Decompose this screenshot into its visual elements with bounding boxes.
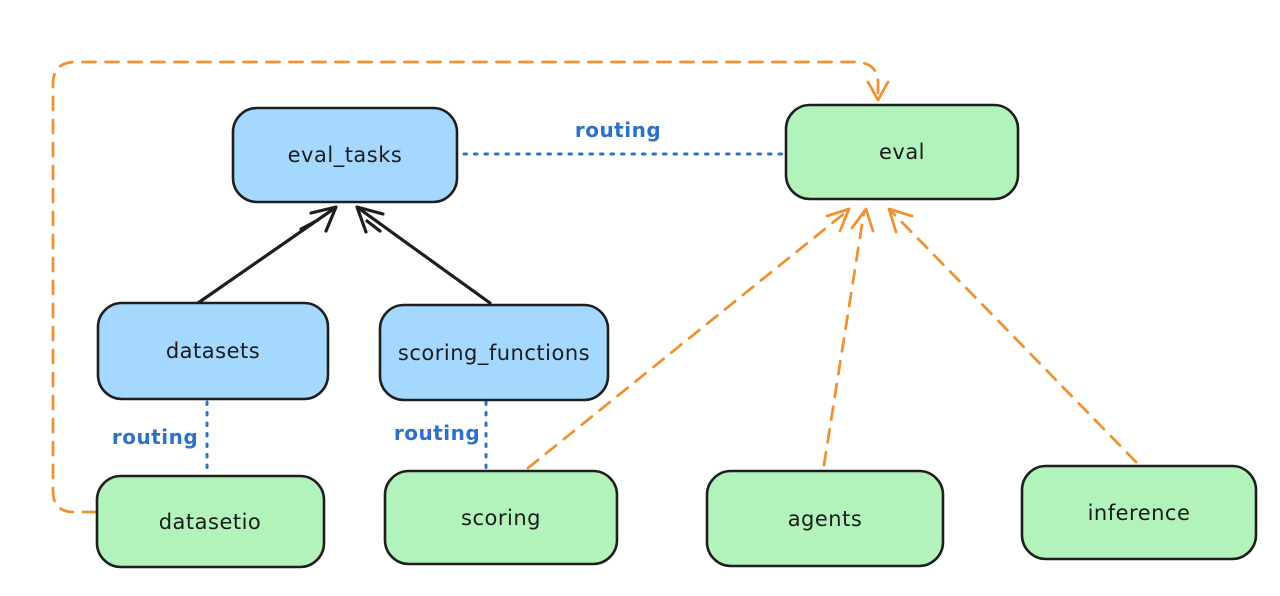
edge-scoring-functions-to-scoring-routing: routing (394, 400, 488, 471)
node-label: datasets (166, 339, 260, 363)
dashed-loop-path (51, 60, 880, 514)
arrowhead-inner-icon (365, 219, 382, 233)
node-box (705, 469, 945, 568)
node-box (96, 301, 330, 401)
node-scoring-functions: scoring_functions (378, 303, 610, 402)
node-eval-tasks: eval_tasks (231, 106, 459, 204)
edge-eval-tasks-to-eval-routing: routing (462, 118, 789, 156)
dashed-path (890, 210, 1138, 464)
edge-datasetio-to-eval-loop (51, 60, 890, 514)
routing-label: routing (575, 118, 661, 142)
routing-label: routing (112, 425, 198, 449)
dashed-path (822, 210, 866, 467)
node-label: scoring (461, 506, 541, 530)
dashed-path (526, 210, 848, 470)
edge-scoring-to-eval (526, 207, 851, 470)
node-box (1020, 464, 1258, 561)
arrowhead-inner-icon (299, 218, 320, 231)
solid-path (359, 208, 492, 305)
node-label: eval_tasks (288, 143, 403, 168)
node-datasetio: datasetio (95, 474, 326, 569)
node-inference: inference (1020, 464, 1258, 561)
arrowhead-icon (850, 207, 875, 233)
node-box (95, 474, 326, 569)
arrowhead-icon (887, 207, 914, 234)
arrowhead-icon (825, 207, 851, 233)
edge-inference-to-eval (887, 207, 1138, 464)
edge-datasets-to-eval-tasks (196, 205, 338, 305)
node-label: datasetio (159, 510, 262, 534)
arrowhead-icon (309, 205, 338, 233)
node-agents: agents (705, 469, 945, 568)
node-box (784, 103, 1020, 201)
node-box (383, 469, 619, 566)
edge-scoring-functions-to-eval-tasks (355, 205, 492, 305)
arrowhead-down-icon (866, 80, 890, 102)
node-datasets: datasets (96, 301, 330, 401)
node-box (378, 303, 610, 402)
node-label: scoring_functions (398, 341, 590, 366)
node-label: agents (788, 507, 863, 531)
arrowhead-icon (355, 205, 385, 234)
edge-agents-to-eval (822, 207, 875, 467)
node-scoring: scoring (383, 469, 619, 566)
node-box (231, 106, 459, 204)
node-label: eval (879, 140, 925, 164)
routing-label: routing (394, 421, 480, 445)
node-label: inference (1088, 501, 1191, 525)
edge-datasets-to-datasetio-routing: routing (112, 400, 209, 476)
node-eval: eval (784, 103, 1020, 201)
